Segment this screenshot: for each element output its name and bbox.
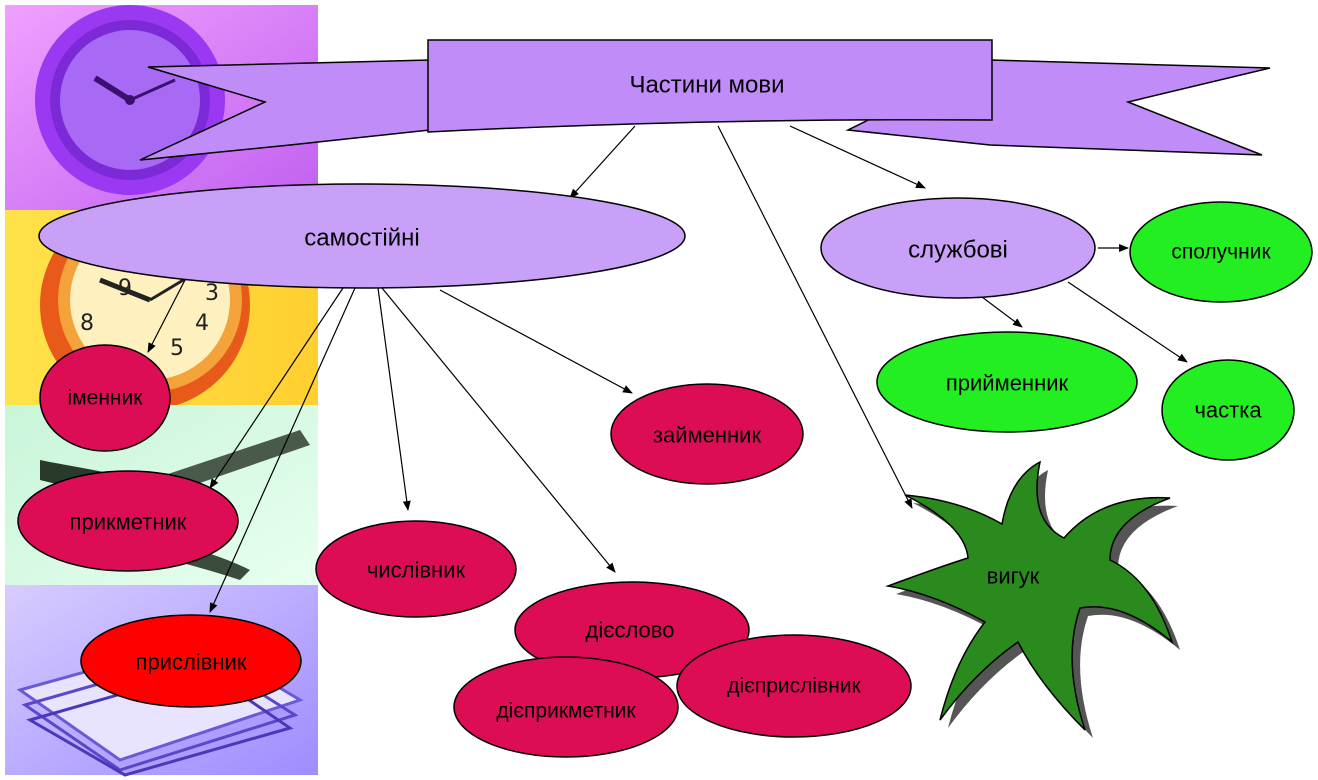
arrow-to-preposition (981, 296, 1023, 328)
interjection-node: вигук (885, 460, 1180, 738)
pronoun-node: займенник (610, 383, 804, 485)
arrow-to-independent (569, 125, 636, 199)
particle-node: частка (1161, 359, 1295, 461)
arrow-to-numeral (377, 287, 411, 511)
connectors (147, 125, 1188, 613)
auxiliary-node: службові (820, 197, 1096, 299)
arrow-to-interjection (717, 125, 913, 509)
verb-label: дієслово (586, 618, 675, 643)
arrow-to-adjective (209, 287, 344, 489)
adverbial-participle-node: дієприслівник (676, 634, 912, 738)
star-shape-icon (885, 460, 1174, 731)
arrow-to-particle (1067, 281, 1188, 363)
pronoun-label: займенник (653, 423, 762, 448)
interjection-label: вигук (987, 564, 1040, 589)
numeral-node: числівник (315, 520, 517, 618)
arrow-to-verb (381, 287, 616, 573)
conjunction-node: сполучник (1129, 201, 1313, 303)
particle-label: частка (1194, 398, 1262, 423)
independent-label: самостійні (304, 225, 420, 252)
auxiliary-label: службові (908, 237, 1008, 264)
adverbial-participle-label: дієприслівник (727, 675, 861, 698)
participle-node: дієприкметник (453, 656, 679, 758)
title-banner: Частини мови (139, 39, 1271, 161)
adjective-node: прикметник (17, 470, 239, 572)
arrow-to-pronoun (439, 289, 633, 394)
verb-node: дієслово (514, 581, 750, 679)
noun-label: іменник (68, 387, 144, 410)
svg-text:4: 4 (195, 311, 209, 336)
independent-node: самостійні (38, 183, 686, 289)
svg-text:3: 3 (205, 281, 219, 306)
svg-text:8: 8 (80, 311, 94, 336)
conjunction-label: сполучник (1171, 241, 1271, 264)
arrow-to-adverb (209, 287, 356, 613)
noun-node: іменник (39, 344, 171, 452)
arrow-to-auxiliary (789, 125, 926, 189)
adverb-label: прислівник (136, 650, 247, 675)
preposition-node: прийменник (876, 331, 1138, 433)
numeral-label: числівник (367, 558, 466, 583)
arrow-to-noun (147, 279, 186, 353)
preposition-label: прийменник (946, 371, 1069, 396)
svg-text:5: 5 (170, 336, 184, 361)
title-label: Частини мови (629, 72, 784, 99)
participle-label: дієприкметник (496, 700, 636, 723)
adjective-label: прикметник (70, 510, 187, 535)
adverb-node: прислівник (80, 614, 302, 708)
